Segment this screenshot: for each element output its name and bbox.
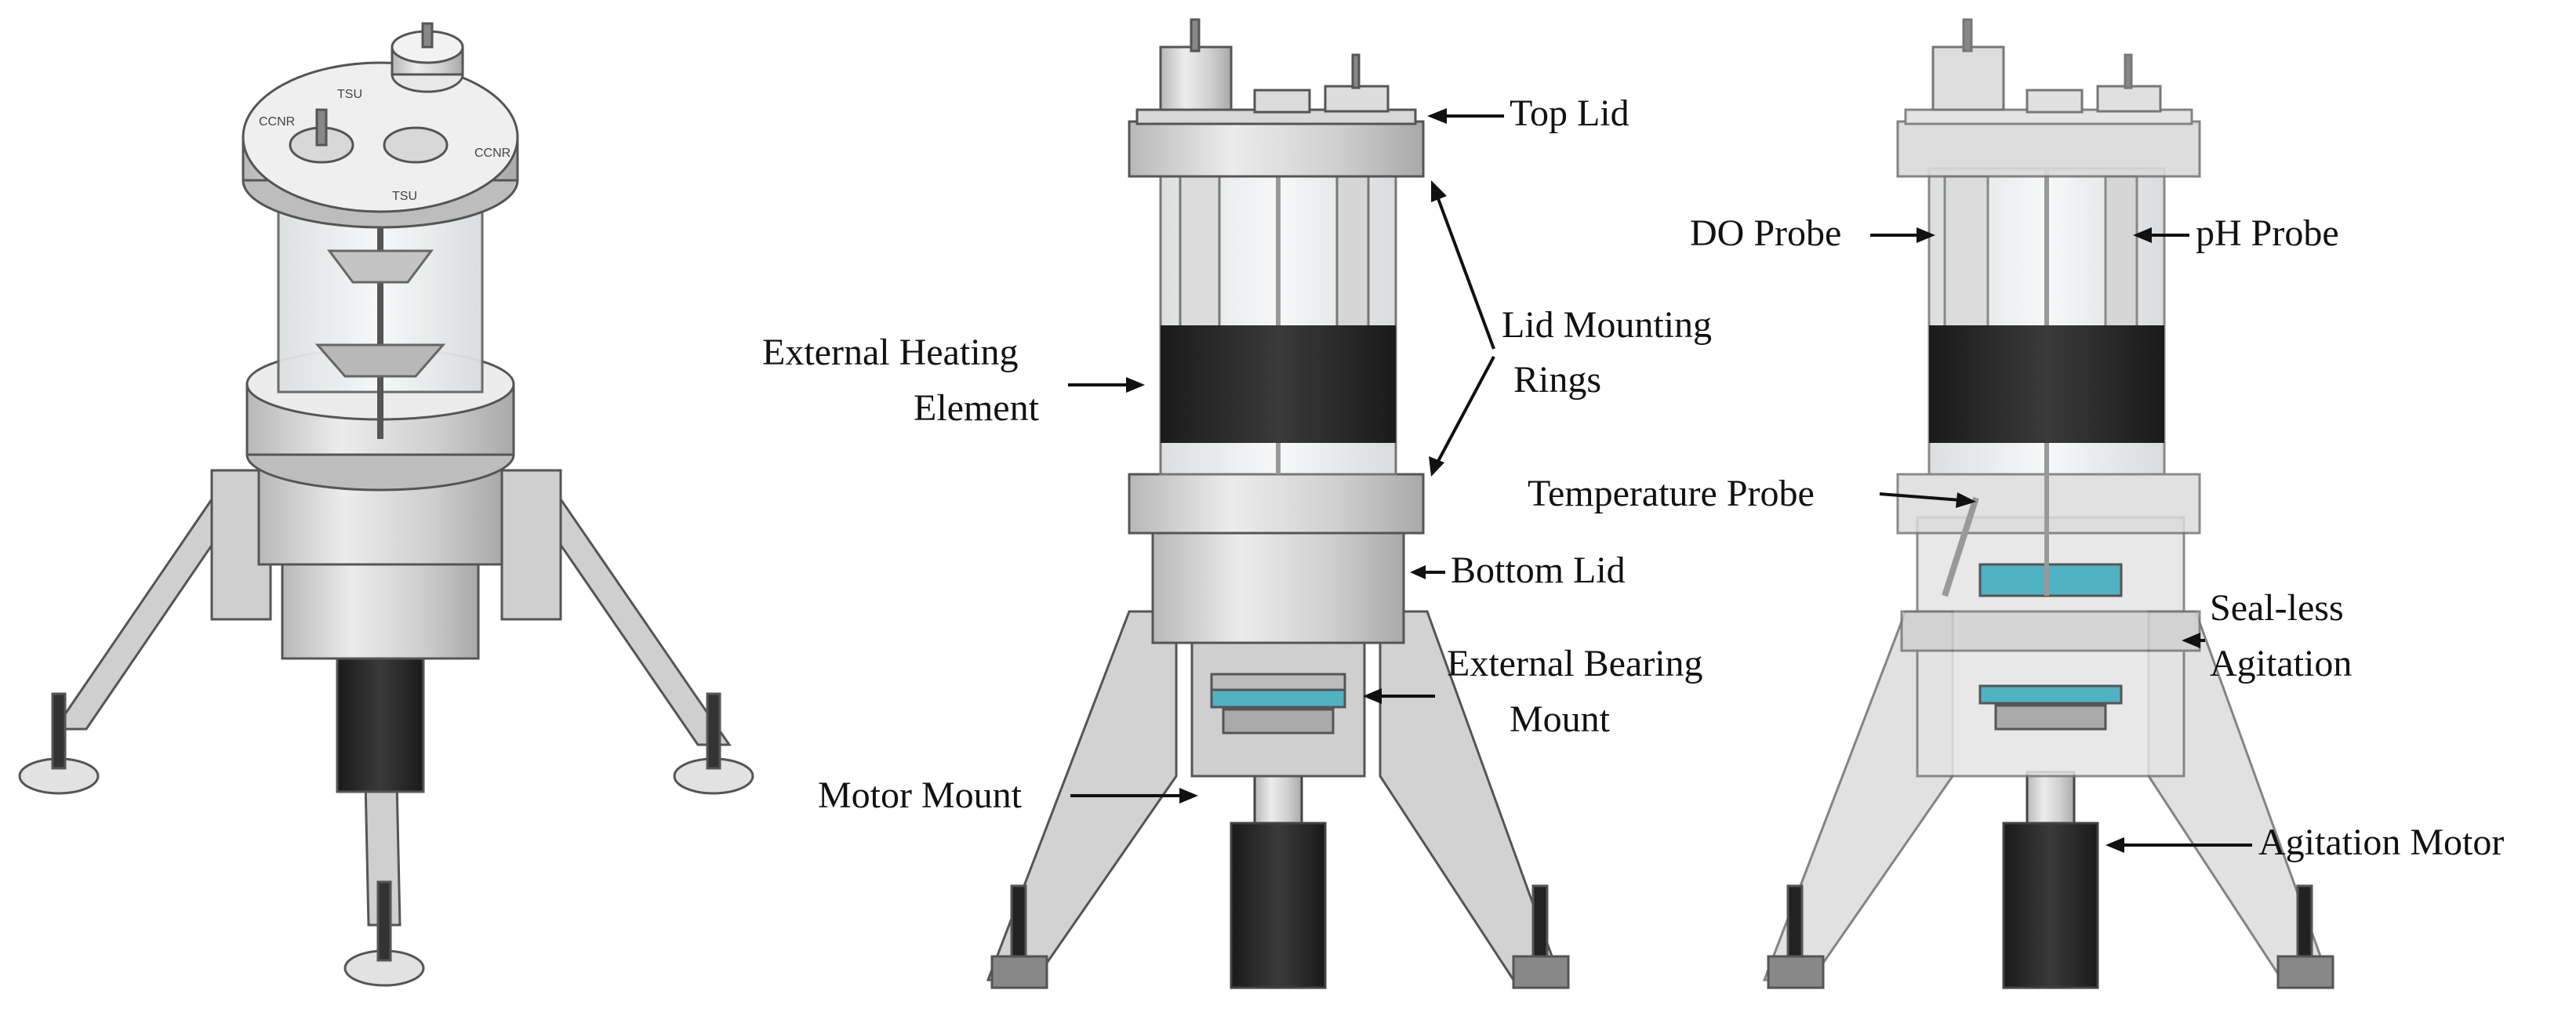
label-ext-bearing-line2: Mount [1510,698,1611,740]
label-ext-heating-line2: Element [914,387,1040,429]
trans-lid-fittings [1931,18,2162,114]
label-agitation-motor: Agitation Motor [2258,822,2504,863]
label-sealless-line1: Seal-less [2210,587,2344,629]
label-temperature-probe: Temperature Probe [1528,473,1815,514]
annotations: Top Lid Lid Mounting Rings External Heat… [762,93,2504,863]
front-view [986,18,1570,989]
front-lower-section [1151,532,1405,644]
engraving-2: TSU [392,190,417,203]
front-heating-element [1161,325,1396,443]
front-top-ring [1128,108,1425,178]
trans-top-ring [1896,108,2201,178]
arrow-lid-rings-lower [1435,356,1495,465]
iso-feet [18,692,754,987]
transparent-view [1762,18,2334,989]
trans-feet [1767,884,2334,989]
label-lid-rings-line1: Lid Mounting [1502,304,1712,346]
label-lid-rings-line2: Rings [1513,359,1601,401]
front-feet [990,884,1570,989]
engraving-1: TSU [337,88,362,101]
lid-engravings: TSU TSU CCNR CCNR [259,88,510,203]
label-motor-mount: Motor Mount [818,775,1023,816]
trans-lower-section [1900,516,2201,778]
engraving-3: CCNR [259,115,295,129]
label-ext-heating-line1: External Heating [762,332,1019,373]
iso-vessel [277,187,484,439]
front-bottom-ring [1128,473,1425,535]
label-sealless-line2: Agitation [2210,643,2352,684]
trans-heating-element [1929,325,2164,443]
trans-agitation-motor [2002,771,2099,989]
arrow-temperature-probe [1879,492,1961,502]
iso-top-lid [242,22,519,229]
label-do-probe: DO Probe [1690,212,1841,254]
label-bottom-lid: Bottom Lid [1451,550,1626,591]
arrow-lid-rings-upper [1435,194,1495,350]
front-agitation-motor [1230,771,1327,989]
front-lid-fittings [1159,18,1390,114]
trans-bearings [1978,563,2123,731]
label-ext-bearing-line1: External Bearing [1447,643,1703,684]
engraving-4: CCNR [474,147,510,160]
isometric-view: TSU TSU CCNR CCNR [18,22,754,987]
front-motor-mount [1190,641,1366,778]
label-ph-probe: pH Probe [2196,212,2339,254]
iso-lower-body [257,469,503,793]
label-top-lid: Top Lid [1510,93,1630,134]
